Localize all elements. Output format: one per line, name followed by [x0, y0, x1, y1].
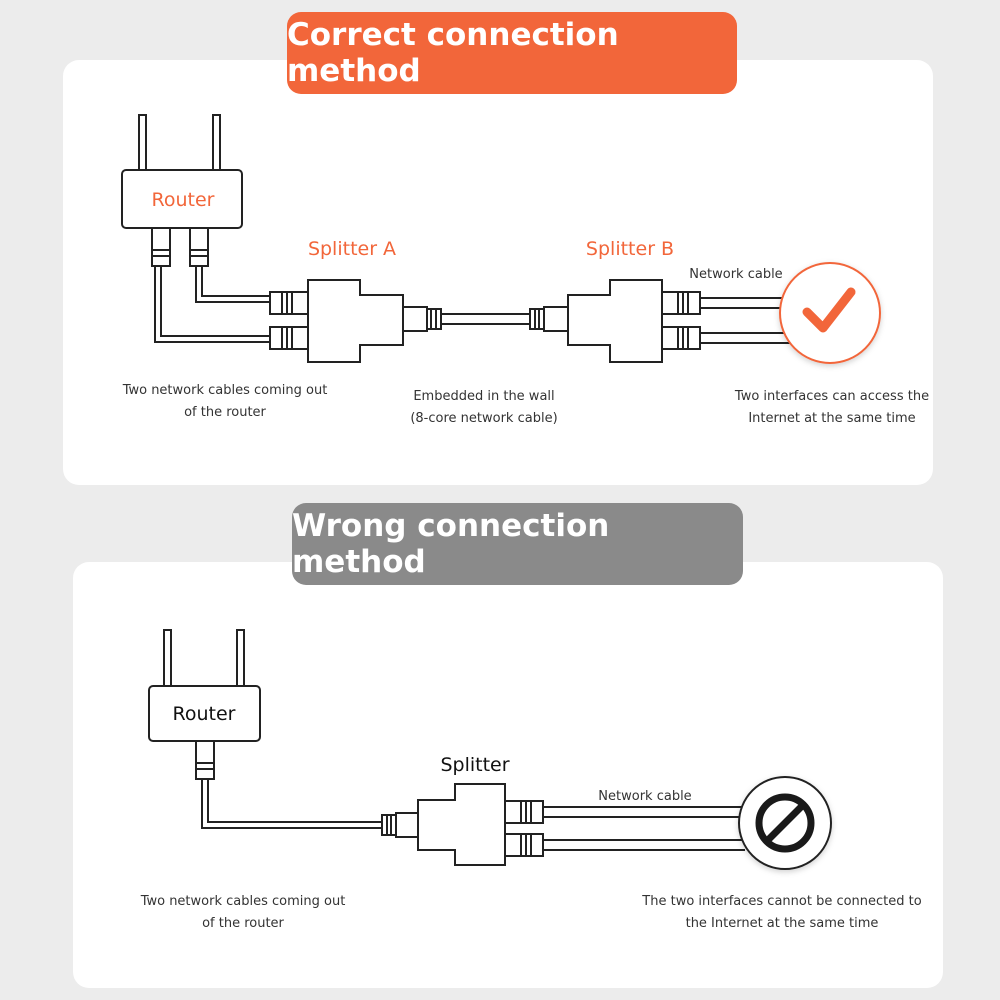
splitter-a-label: Splitter A: [308, 238, 396, 260]
caption-middle-line1: Embedded in the wall: [413, 389, 554, 404]
splitter-b-body: [567, 279, 663, 363]
network-cable-label: Network cable: [689, 267, 782, 282]
router-antenna-right: [212, 114, 221, 172]
splitter-label: Splitter: [440, 754, 509, 776]
correct-diagram: [121, 114, 790, 363]
network-cable-label: Network cable: [598, 789, 691, 804]
caption-left-line1: Two network cables coming out: [122, 383, 328, 398]
correct-banner: Correct connection method: [287, 12, 737, 94]
splitter-body: [417, 783, 506, 866]
router-antenna-right: [236, 629, 245, 688]
checkmark-icon: [779, 262, 881, 364]
splitter-b-label: Splitter B: [586, 238, 674, 260]
router-box: [121, 169, 243, 229]
splitter-a-body: [307, 279, 404, 363]
caption-left-line2: of the router: [184, 405, 266, 420]
caption-left-line2: of the router: [202, 916, 284, 931]
router-antenna-left: [163, 629, 172, 688]
router-label: Router: [152, 189, 215, 211]
caption-right-line1: Two interfaces can access the: [734, 389, 929, 404]
correct-card: [63, 60, 933, 485]
router-label: Router: [173, 703, 236, 725]
caption-right-line1: The two interfaces cannot be connected t…: [641, 894, 921, 909]
wrong-card: [73, 562, 943, 988]
caption-right-line2: the Internet at the same time: [686, 916, 879, 931]
router-cable-inner: [195, 266, 270, 303]
wrong-banner: Wrong connection method: [292, 503, 743, 585]
router-cable-outer: [154, 266, 270, 343]
caption-right-line2: Internet at the same time: [748, 411, 915, 426]
caption-middle-line2: (8-core network cable): [410, 411, 557, 426]
caption-left-line1: Two network cables coming out: [140, 894, 346, 909]
prohibited-icon: [738, 776, 832, 870]
wrong-diagram: [148, 629, 745, 866]
router-cable: [201, 779, 382, 829]
router-antenna-left: [138, 114, 147, 172]
